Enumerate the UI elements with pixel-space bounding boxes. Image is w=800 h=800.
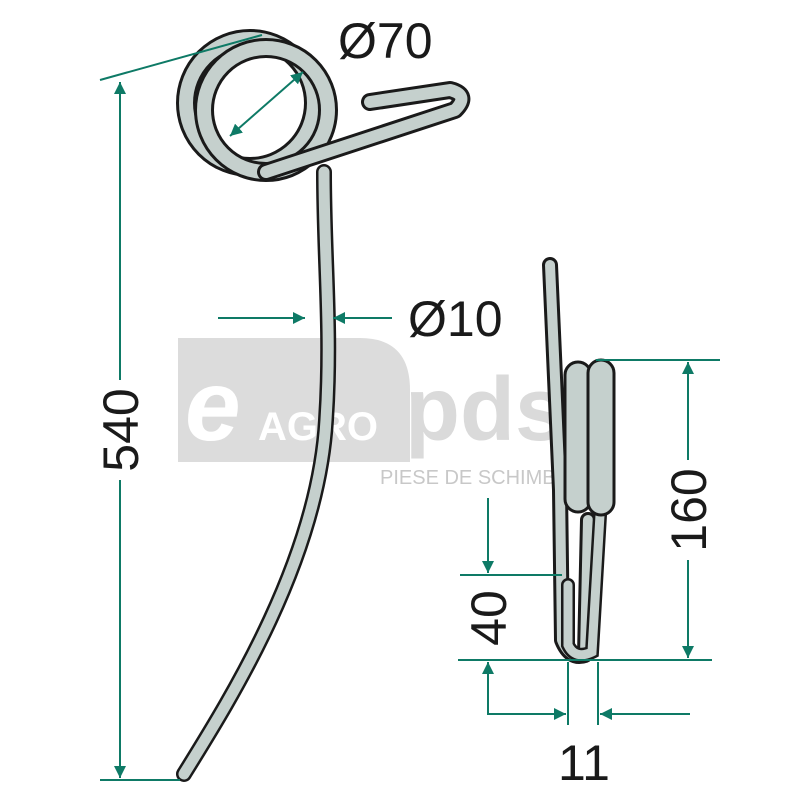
watermark-e: e [185,350,241,462]
total-length-label: 540 [93,388,149,471]
watermark-logo: e AGRO pds PIESE DE SCHIMB [178,338,565,489]
hook-gap-label: 11 [558,735,610,791]
spring-tine-side-view [542,257,616,664]
coil-diameter-label: Ø70 [338,13,433,69]
wire-diameter-label: Ø10 [408,291,503,347]
dimension-lines [99,34,720,781]
spring-tine-front-view [176,29,471,782]
hook-length-label: 40 [461,590,517,646]
coil-height-label: 160 [661,468,717,551]
watermark-tagline: PIESE DE SCHIMB [380,467,556,489]
watermark-pds: pds [405,360,565,460]
